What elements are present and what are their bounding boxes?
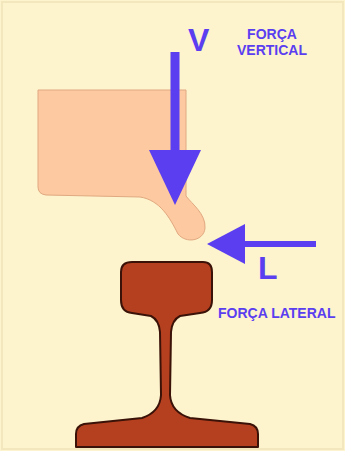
vertical-force-arrowhead <box>149 150 201 205</box>
force-symbol: L <box>258 250 278 287</box>
lateral-force-arrow <box>240 241 316 247</box>
force-symbol: V <box>188 22 209 59</box>
force-caption: FORÇA LATERAL <box>218 305 335 321</box>
vertical-force-arrow <box>171 52 180 155</box>
rail <box>76 262 258 447</box>
lateral-force-arrowhead <box>207 224 245 264</box>
background-frame <box>2 2 343 449</box>
wheel-flange <box>38 90 205 240</box>
force-caption: FORÇA VERTICAL <box>226 26 318 58</box>
